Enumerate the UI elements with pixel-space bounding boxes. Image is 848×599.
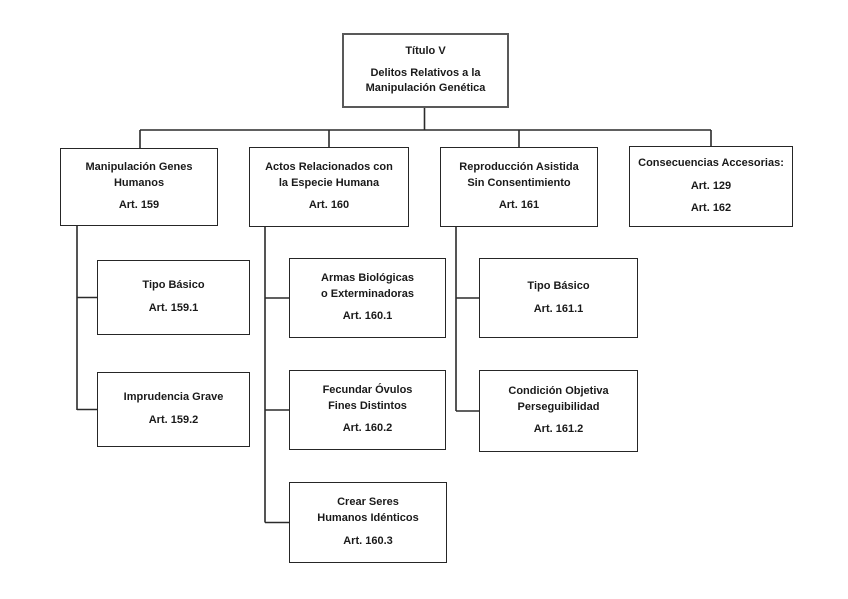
node-art-161-2-article: Art. 161.2: [533, 423, 584, 436]
node-art-160-3: Crear Seres Humanos Idénticos Art. 160.3: [289, 482, 447, 563]
connector-trunk-160: [264, 227, 289, 524]
node-titulo-v-title: Delitos Relativos a la Manipulación Gené…: [365, 66, 486, 95]
node-art-161-1: Tipo Básico Art. 161.1: [479, 258, 638, 338]
node-art-159-1-title: Tipo Básico: [142, 279, 205, 292]
node-art-162-article: Art. 162: [690, 202, 732, 215]
node-art-159-title: Manipulación Genes Humanos: [85, 160, 193, 189]
node-art-159-2-title: Imprudencia Grave: [123, 391, 224, 404]
node-art-160-1-article: Art. 160.1: [342, 310, 393, 323]
node-art-160-2: Fecundar Óvulos Fines Distintos Art. 160…: [289, 370, 446, 450]
node-art-159-article: Art. 159: [118, 199, 160, 212]
node-titulo-v: Título V Delitos Relativos a la Manipula…: [342, 33, 509, 108]
node-art-160-2-title: Fecundar Óvulos Fines Distintos: [322, 383, 413, 412]
node-art-160-title: Actos Relacionados con la Especie Humana: [265, 160, 393, 189]
node-art-159-1-article: Art. 159.1: [148, 302, 199, 314]
node-art-161-2: Condición Objetiva Perseguibilidad Art. …: [479, 370, 638, 452]
node-art-129-article: Art. 129: [690, 179, 732, 192]
node-art-161-1-article: Art. 161.1: [533, 302, 584, 315]
node-art-160-article: Art. 160: [308, 199, 350, 212]
node-art-160-2-article: Art. 160.2: [342, 422, 393, 435]
node-titulo-v-heading: Título V: [405, 44, 446, 57]
connector-trunk-159: [76, 226, 97, 411]
node-consecuencias-accesorias: Consecuencias Accesorias: Art. 129 Art. …: [629, 146, 793, 227]
node-art-161-1-title: Tipo Básico: [527, 279, 590, 292]
node-art-160: Actos Relacionados con la Especie Humana…: [249, 147, 409, 227]
node-art-161: Reproducción Asistida Sin Consentimiento…: [440, 147, 598, 227]
node-art-161-2-title: Condición Objetiva Perseguibilidad: [508, 384, 609, 413]
node-art-160-1-title: Armas Biológicas o Exterminadoras: [321, 271, 414, 300]
node-consecuencias-title: Consecuencias Accesorias:: [638, 156, 784, 169]
node-art-160-3-article: Art. 160.3: [343, 534, 393, 547]
node-art-161-title: Reproducción Asistida Sin Consentimiento: [459, 160, 579, 189]
node-art-160-3-title: Crear Seres Humanos Idénticos: [317, 496, 419, 525]
node-art-159-2: Imprudencia Grave Art. 159.2: [97, 372, 250, 447]
node-art-159-2-article: Art. 159.2: [148, 414, 199, 426]
connector-level1-drops: [139, 130, 712, 148]
node-art-161-article: Art. 161: [498, 199, 540, 212]
connector-trunk-161: [455, 227, 479, 412]
node-art-160-1: Armas Biológicas o Exterminadoras Art. 1…: [289, 258, 446, 338]
node-art-159-1: Tipo Básico Art. 159.1: [97, 260, 250, 335]
node-art-159: Manipulación Genes Humanos Art. 159: [60, 148, 218, 226]
